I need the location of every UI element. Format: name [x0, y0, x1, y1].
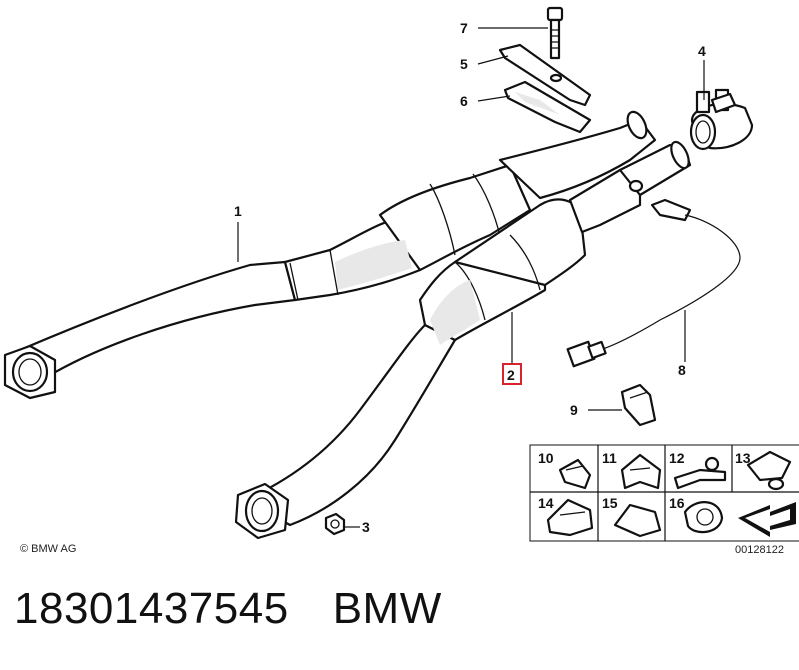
copyright-text: © BMW AG [20, 543, 76, 555]
clip-part-9 [620, 383, 657, 427]
catalytic-converter-right [234, 140, 692, 540]
diagram-id: 00128122 [735, 544, 784, 556]
part-caption: 18301437545 BMW [14, 584, 442, 634]
inset-num-15: 15 [602, 495, 618, 511]
highlight-box [502, 363, 522, 385]
inset-num-10: 10 [538, 450, 554, 466]
inset-num-13: 13 [735, 450, 751, 466]
inset-clamp-16 [683, 501, 724, 534]
inset-num-11: 11 [602, 450, 617, 466]
inset-bracket-12 [673, 456, 727, 490]
bolt-part-7 [546, 6, 564, 60]
callout-4: 4 [698, 43, 706, 59]
inset-grid: 10 11 12 13 14 15 16 [529, 444, 799, 542]
front-pipe-left [3, 110, 657, 400]
callout-5: 5 [460, 56, 468, 72]
callouts: 1 2 3 4 5 6 7 8 9 [234, 20, 706, 535]
oxygen-sensor-part-8 [566, 198, 741, 368]
callout-8: 8 [678, 362, 686, 378]
callout-6: 6 [460, 93, 468, 109]
brand-name: BMW [332, 584, 442, 633]
inset-num-12: 12 [669, 450, 685, 466]
inset-num-16: 16 [669, 495, 685, 511]
part-number: 18301437545 [14, 584, 289, 633]
callout-1: 1 [234, 203, 242, 219]
inset-num-14: 14 [538, 495, 554, 511]
flange-right [234, 482, 290, 540]
inset-clip-14 [546, 498, 594, 537]
flange-left [3, 344, 57, 400]
clamp-part-4 [689, 88, 754, 151]
callout-2: 2 [507, 367, 515, 383]
bracket-part-5 [498, 43, 592, 107]
inset-clip-11 [620, 453, 662, 490]
bracket-part-6 [503, 80, 592, 134]
inset-clip-10 [558, 458, 592, 490]
callout-3: 3 [362, 519, 370, 535]
callout-9: 9 [570, 402, 578, 418]
inset-arrow-icon [738, 502, 796, 537]
inset-clip-15 [613, 503, 662, 538]
inset-clip-13 [746, 450, 792, 491]
nut-part-3 [324, 512, 346, 536]
callout-7: 7 [460, 20, 468, 36]
